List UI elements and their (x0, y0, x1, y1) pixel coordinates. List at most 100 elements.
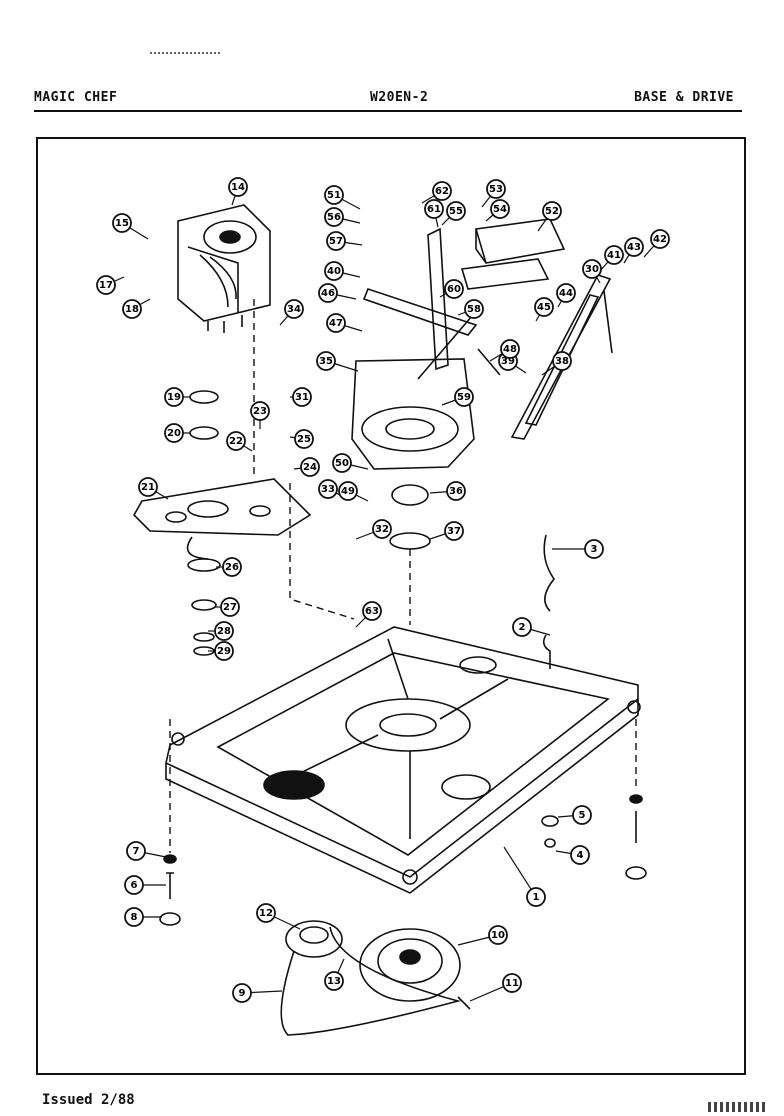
callout-number: 45 (537, 302, 551, 313)
callout-9: 9 (232, 983, 283, 1003)
callout-46: 46 (318, 283, 357, 303)
callout-15: 15 (112, 213, 149, 240)
callout-number: 43 (627, 242, 641, 253)
callout-number: 5 (579, 810, 586, 821)
callout-circle (324, 971, 344, 991)
callout-number: 29 (217, 646, 231, 657)
callout-circle (624, 237, 644, 257)
callout-number: 35 (319, 356, 333, 367)
callout-42: 42 (643, 229, 670, 258)
callout-number: 60 (447, 284, 461, 295)
callout-number: 11 (505, 978, 519, 989)
callout-circle (454, 387, 474, 407)
callout-number: 48 (503, 344, 517, 355)
callout-62: 62 (421, 181, 452, 204)
callout-number: 26 (225, 562, 239, 573)
callout-number: 23 (253, 406, 267, 417)
callout-circle (126, 841, 146, 861)
callout-circle (490, 199, 510, 219)
callout-number: 6 (131, 880, 138, 891)
drive-belt (280, 926, 462, 1036)
callout-38: 38 (541, 351, 572, 376)
callout-11: 11 (469, 973, 522, 1002)
callout-number: 3 (591, 544, 598, 555)
callout-circle (584, 539, 604, 559)
callout-number: 24 (303, 462, 317, 473)
callout-number: 61 (427, 204, 441, 215)
callout-19: 19 (164, 387, 190, 407)
callout-number: 14 (231, 182, 245, 193)
callout-circle (164, 387, 184, 407)
callout-circle (96, 275, 116, 295)
callout-circle (316, 351, 336, 371)
callout-55: 55 (441, 201, 466, 226)
callout-circle (124, 875, 144, 895)
page-header: MAGIC CHEF W20EN-2 BASE & DRIVE (34, 90, 740, 112)
callout-circle (424, 199, 444, 219)
callout-53: 53 (481, 179, 506, 208)
callout-47: 47 (326, 313, 363, 333)
callout-30: 30 (582, 259, 602, 284)
callout-28: 28 (208, 621, 234, 641)
callout-8: 8 (124, 907, 162, 927)
callout-2: 2 (512, 617, 551, 637)
callout-4: 4 (555, 845, 590, 865)
callout-number: 40 (327, 266, 341, 277)
callout-circle (226, 431, 246, 451)
callout-60: 60 (439, 279, 464, 299)
callout-circle (650, 229, 670, 249)
callout-number: 42 (653, 234, 667, 245)
callout-circle (294, 429, 314, 449)
callout-circle (250, 401, 270, 421)
callout-number: 22 (229, 436, 243, 447)
callout-circle (556, 283, 576, 303)
transmission-housing (351, 358, 475, 470)
callout-circle (326, 313, 346, 333)
callout-number: 33 (321, 484, 335, 495)
callout-35: 35 (316, 351, 359, 372)
motor-mount-plate (133, 478, 312, 536)
callout-circle (604, 245, 624, 265)
callout-40: 40 (324, 261, 361, 281)
callout-59: 59 (441, 387, 474, 407)
callout-circle (164, 423, 184, 443)
callout-circle (222, 557, 242, 577)
callout-circle (256, 903, 276, 923)
callout-circle (232, 983, 252, 1003)
callout-circle (324, 261, 344, 281)
callout-34: 34 (279, 299, 304, 326)
callout-58: 58 (457, 299, 484, 319)
callout-6: 6 (124, 875, 166, 895)
callout-circle (292, 387, 312, 407)
callout-circle (338, 481, 358, 501)
callout-number: 20 (167, 428, 181, 439)
callout-number: 12 (259, 908, 273, 919)
callout-circle (500, 339, 520, 359)
callout-51: 51 (324, 185, 361, 210)
callout-circle (570, 845, 590, 865)
callout-number: 1 (533, 892, 540, 903)
issued-date: Issued 2/88 (42, 1092, 135, 1108)
callout-circle (228, 177, 248, 197)
callout-17: 17 (96, 275, 125, 295)
callout-10: 10 (457, 925, 508, 946)
callout-number: 17 (99, 280, 113, 291)
callout-number: 10 (491, 930, 505, 941)
callout-25: 25 (289, 429, 314, 449)
callout-number: 39 (501, 356, 515, 367)
callout-number: 49 (341, 486, 355, 497)
callout-number: 47 (329, 318, 343, 329)
callout-number: 50 (335, 458, 349, 469)
callout-14: 14 (228, 177, 248, 206)
callout-number: 46 (321, 288, 335, 299)
callout-number: 8 (131, 912, 138, 923)
callout-1: 1 (503, 846, 546, 907)
callout-circle (214, 621, 234, 641)
callout-44: 44 (556, 283, 576, 308)
callout-circle (220, 597, 240, 617)
callout-26: 26 (216, 557, 242, 577)
callout-32: 32 (355, 519, 392, 540)
callout-circle (502, 973, 522, 993)
callout-number: 54 (493, 204, 507, 215)
